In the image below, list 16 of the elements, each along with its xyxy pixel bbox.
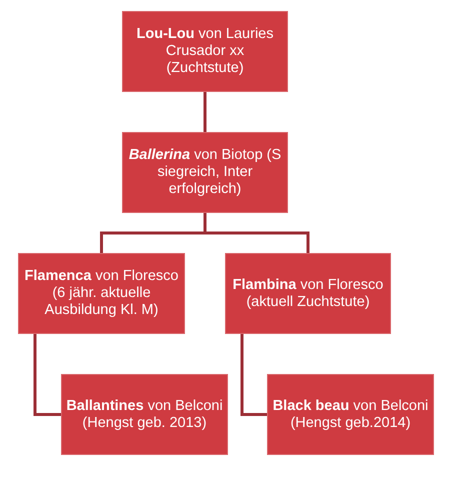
horse-description: Lou-Lou von Lauries Crusador xx (Zuchtstute) bbox=[136, 26, 274, 77]
horse-description: Flamenca von Floresco (6 jähr. aktuelle Ausbildung Kl. M) bbox=[24, 268, 180, 319]
connector-line bbox=[240, 334, 267, 416]
pedigree-box bbox=[18, 253, 185, 334]
pedigree-box bbox=[61, 374, 228, 455]
pedigree-box bbox=[267, 374, 434, 455]
pedigree-box bbox=[225, 253, 391, 334]
connector-line bbox=[204, 213, 310, 253]
connector-line bbox=[34, 334, 61, 416]
connector-line bbox=[204, 92, 206, 132]
horse-description: Flambina von Floresco (aktuell Zuchtstute) bbox=[232, 276, 384, 310]
pedigree-box bbox=[122, 11, 288, 92]
horse-description: Ballerina von Biotop (S siegreich, Inter erfolgreich) bbox=[128, 147, 282, 198]
horse-description: Black beau von Belconi (Hengst geb.2014) bbox=[272, 398, 430, 432]
pedigree-box bbox=[122, 132, 288, 213]
horse-description: Ballantines von Belconi (Hengst geb. 2013) bbox=[65, 398, 224, 432]
